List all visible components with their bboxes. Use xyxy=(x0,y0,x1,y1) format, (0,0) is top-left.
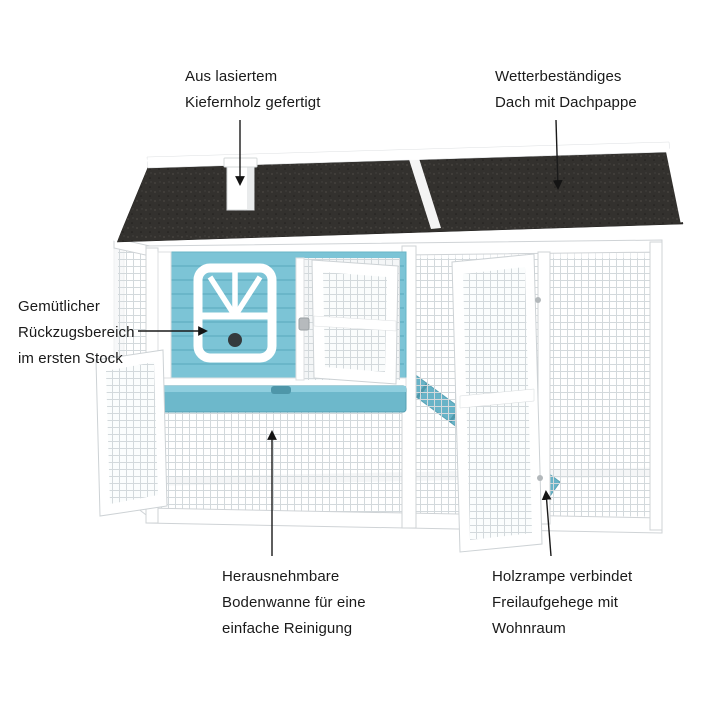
annotation-wood: Aus lasiertem Kiefernholz gefertigt xyxy=(185,64,321,116)
door-hinge xyxy=(537,475,543,481)
annotation-arrows xyxy=(138,119,563,557)
tray-handle-notch[interactable] xyxy=(271,386,291,394)
house-window xyxy=(193,263,277,363)
door-hinge xyxy=(535,297,541,303)
hen-house xyxy=(157,251,407,393)
annotation-tray-line2: Bodenwanne für eine xyxy=(222,594,366,611)
annotation-ramp-line1: Holzrampe verbindet xyxy=(492,568,633,585)
annotation-wood-line2: Kiefernholz gefertigt xyxy=(185,94,321,111)
run-door-open[interactable] xyxy=(451,253,543,553)
arrow-roof xyxy=(552,119,563,190)
annotation-tray: Herausnehmbare Bodenwanne für eine einfa… xyxy=(222,564,366,642)
annotation-tray-line3: einfache Reinigung xyxy=(222,620,353,637)
annotation-ramp: Holzrampe verbindet Freilaufgehege mit W… xyxy=(492,564,632,642)
roof-gable-fascia xyxy=(110,157,148,242)
window-vent-hole xyxy=(228,333,242,347)
arrow-ramp xyxy=(541,490,552,557)
annotation-ramp-line3: Wohnraum xyxy=(492,620,566,637)
front-right-post xyxy=(649,241,663,531)
annotation-retreat-line2: Rückzugsbereich xyxy=(18,324,135,341)
litter-tray[interactable] xyxy=(159,385,407,413)
annotation-retreat-line1: Gemütlicher xyxy=(18,298,100,315)
roof xyxy=(110,141,686,243)
annotation-retreat-line3: im ersten Stock xyxy=(18,350,123,367)
annotation-tray-line1: Herausnehmbare xyxy=(222,568,340,585)
annotation-ramp-line2: Freilaufgehege mit xyxy=(492,594,619,611)
annotation-roof-line2: Dach mit Dachpappe xyxy=(495,94,637,111)
roof-mid-trim xyxy=(407,152,441,229)
door-latch[interactable] xyxy=(298,317,310,331)
annotation-retreat: Gemütlicher Rückzugsbereich im ersten St… xyxy=(18,294,135,372)
side-door-open[interactable] xyxy=(95,349,168,517)
house-door-open[interactable] xyxy=(298,259,399,385)
annotation-roof-line1: Wetterbeständiges xyxy=(495,68,622,85)
annotation-wood-line1: Aus lasiertem xyxy=(185,68,278,85)
annotation-roof: Wetterbeständiges Dach mit Dachpappe xyxy=(495,64,637,116)
